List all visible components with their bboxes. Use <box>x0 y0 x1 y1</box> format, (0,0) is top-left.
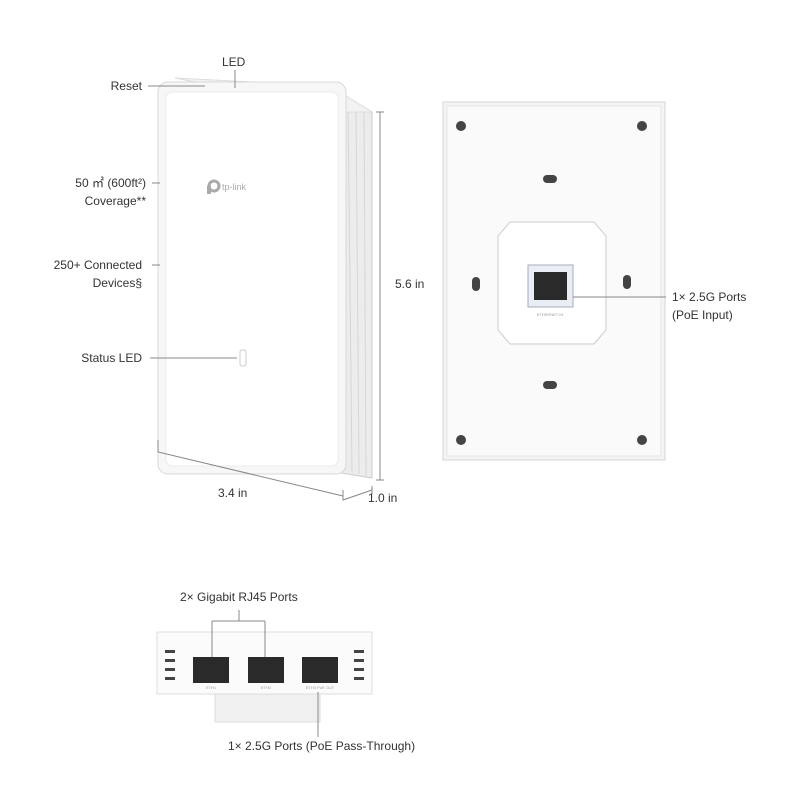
screw-holes <box>456 121 647 445</box>
eth1-port-icon <box>193 657 229 683</box>
tp-link-logo: tp-link <box>207 179 247 194</box>
ethernet-port-icon <box>534 272 567 300</box>
front-device: tp-link <box>148 70 384 501</box>
eth3-port-icon <box>302 657 338 683</box>
passthrough-port-label: 1× 2.5G Ports (PoE Pass-Through) <box>228 739 416 753</box>
depth-dimension: 1.0 in <box>368 491 398 505</box>
poe-input-label-line2: (PoE Input) <box>672 308 733 322</box>
led-label: LED <box>222 55 246 69</box>
gigabit-ports-label: 2× Gigabit RJ45 Ports <box>180 590 298 604</box>
eth2-port-icon <box>248 657 284 683</box>
brand-logo-text: tp-link <box>222 182 247 192</box>
svg-text:ETH1: ETH1 <box>206 685 217 690</box>
back-plate: ETHERNET IN <box>442 101 666 461</box>
height-dimension: 5.6 in <box>395 277 425 291</box>
coverage-label-line2: Coverage** <box>84 194 146 208</box>
bottom-device: ETH1 ETH2 ETH3 PoE OUT <box>156 610 373 737</box>
width-dimension: 3.4 in <box>218 486 248 500</box>
dimension-lines <box>157 111 384 501</box>
svg-text:ETH3 PoE OUT: ETH3 PoE OUT <box>306 685 335 690</box>
coverage-label-line1: 50 ㎡ (600ft²) <box>75 176 146 190</box>
status-led-label: Status LED <box>81 351 142 365</box>
reset-label: Reset <box>110 79 142 93</box>
back-port-print: ETHERNET IN <box>537 312 564 317</box>
devices-label-line2: Devices§ <box>92 276 142 290</box>
gigabit-leader <box>211 610 266 657</box>
devices-label-line1: 250+ Connected <box>53 258 142 272</box>
svg-text:ETH2: ETH2 <box>261 685 272 690</box>
status-led-indicator <box>239 349 247 367</box>
poe-input-label-line1: 1× 2.5G Ports <box>672 290 747 304</box>
